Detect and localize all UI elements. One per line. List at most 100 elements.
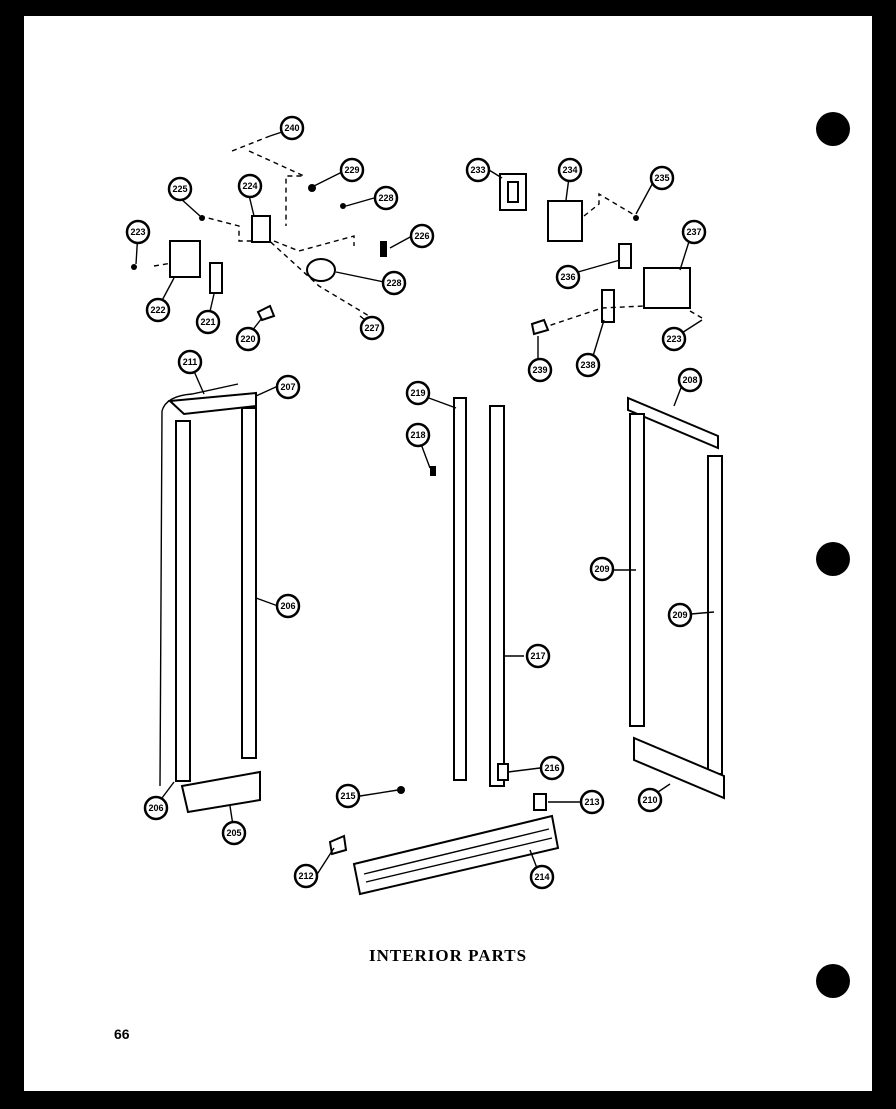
svg-text:226: 226 bbox=[414, 231, 429, 241]
parts-page: 240 229 228 224 225 223 226 228 227 222 … bbox=[24, 16, 872, 1091]
binder-hole bbox=[816, 964, 850, 998]
control-knob bbox=[306, 258, 336, 282]
callout-223: 223 bbox=[125, 219, 151, 245]
svg-text:212: 212 bbox=[298, 871, 313, 881]
callout-239: 239 bbox=[527, 357, 553, 383]
callout-225-left: 225 bbox=[167, 176, 193, 202]
switch-bracket bbox=[209, 262, 223, 294]
svg-text:223: 223 bbox=[666, 334, 681, 344]
kick-plate-grille bbox=[352, 814, 560, 896]
svg-text:217: 217 bbox=[530, 651, 545, 661]
callout-227: 227 bbox=[359, 315, 385, 341]
callout-215: 215 bbox=[335, 783, 361, 809]
callout-221: 221 bbox=[195, 309, 221, 335]
screw bbox=[340, 203, 346, 209]
callout-209: 209 bbox=[589, 556, 615, 582]
callout-240: 240 bbox=[279, 115, 305, 141]
callout-236: 236 bbox=[555, 264, 581, 290]
callout-224: 224 bbox=[237, 173, 263, 199]
callout-212: 212 bbox=[293, 863, 319, 889]
svg-text:206: 206 bbox=[280, 601, 295, 611]
fan-housing bbox=[643, 267, 691, 309]
svg-text:207: 207 bbox=[280, 382, 295, 392]
top-frame-piece bbox=[627, 396, 719, 450]
screw bbox=[131, 264, 137, 270]
thermostat-bracket bbox=[251, 215, 271, 243]
svg-text:237: 237 bbox=[686, 227, 701, 237]
svg-text:224: 224 bbox=[242, 181, 257, 191]
svg-text:219: 219 bbox=[410, 388, 425, 398]
callouts: 240 229 228 224 225 223 226 228 227 222 … bbox=[125, 115, 707, 890]
svg-text:215: 215 bbox=[340, 791, 355, 801]
top-frame-piece bbox=[167, 391, 257, 416]
binder-hole bbox=[816, 542, 850, 576]
svg-text:235: 235 bbox=[654, 173, 669, 183]
svg-text:211: 211 bbox=[183, 357, 198, 367]
callout-237: 237 bbox=[681, 219, 707, 245]
svg-text:229: 229 bbox=[344, 165, 359, 175]
svg-text:239: 239 bbox=[532, 365, 547, 375]
diagram-caption: INTERIOR PARTS bbox=[368, 946, 528, 965]
callout-206-bottom: 206 bbox=[143, 795, 169, 821]
callout-209-right: 209 bbox=[667, 602, 693, 628]
callout-219: 219 bbox=[405, 380, 431, 406]
callout-210: 210 bbox=[637, 787, 663, 813]
svg-text:210: 210 bbox=[642, 795, 657, 805]
callout-222: 222 bbox=[145, 297, 171, 323]
callout-228: 228 bbox=[373, 185, 399, 211]
screw bbox=[633, 215, 639, 221]
svg-text:227: 227 bbox=[364, 323, 379, 333]
right-side-rail bbox=[707, 455, 723, 775]
upper-left-assembly bbox=[131, 135, 387, 322]
page-number: 66 bbox=[114, 1026, 130, 1042]
callout-214: 214 bbox=[529, 864, 555, 890]
svg-text:228: 228 bbox=[386, 278, 401, 288]
svg-text:220: 220 bbox=[240, 334, 255, 344]
small-insert bbox=[533, 793, 547, 811]
callout-206-left-rail: 206 bbox=[275, 593, 301, 619]
callout-213: 213 bbox=[579, 789, 605, 815]
svg-text:205: 205 bbox=[226, 828, 241, 838]
light-housing bbox=[169, 240, 201, 278]
center-trims bbox=[328, 397, 560, 896]
callout-223-right: 223 bbox=[661, 326, 687, 352]
callout-235: 235 bbox=[649, 165, 675, 191]
callout-228-knob: 228 bbox=[381, 270, 407, 296]
clip bbox=[530, 318, 550, 336]
callout-229: 229 bbox=[339, 157, 365, 183]
callout-220: 220 bbox=[235, 326, 261, 352]
binder-hole bbox=[816, 112, 850, 146]
callout-208: 208 bbox=[677, 367, 703, 393]
left-frame bbox=[159, 383, 261, 814]
callout-211: 211 bbox=[177, 349, 203, 375]
svg-text:216: 216 bbox=[544, 763, 559, 773]
svg-text:225: 225 bbox=[172, 184, 187, 194]
svg-text:233: 233 bbox=[470, 165, 485, 175]
right-side-rail bbox=[241, 407, 257, 759]
left-side-rail bbox=[175, 420, 191, 782]
spring-part bbox=[380, 241, 387, 257]
switch-plate bbox=[601, 289, 615, 323]
svg-text:209: 209 bbox=[594, 564, 609, 574]
svg-text:228: 228 bbox=[378, 193, 393, 203]
svg-text:206: 206 bbox=[148, 803, 163, 813]
hinge-part bbox=[328, 834, 348, 856]
svg-text:208: 208 bbox=[682, 375, 697, 385]
small-bracket bbox=[618, 243, 632, 269]
callout-233: 233 bbox=[465, 157, 491, 183]
svg-text:236: 236 bbox=[560, 272, 575, 282]
center-trim-right bbox=[489, 405, 505, 787]
svg-text:214: 214 bbox=[534, 872, 549, 882]
svg-text:240: 240 bbox=[284, 123, 299, 133]
callout-207: 207 bbox=[275, 374, 301, 400]
svg-text:238: 238 bbox=[580, 360, 595, 370]
center-trim-left bbox=[453, 397, 467, 781]
exploded-parts-diagram: 240 229 228 224 225 223 226 228 227 222 … bbox=[125, 115, 725, 896]
bottom-frame-piece bbox=[633, 736, 725, 800]
svg-text:222: 222 bbox=[150, 305, 165, 315]
callout-226: 226 bbox=[409, 223, 435, 249]
right-frame bbox=[627, 396, 725, 800]
screw bbox=[199, 215, 205, 221]
callout-234: 234 bbox=[557, 157, 583, 183]
trim-end-cap bbox=[497, 763, 509, 781]
